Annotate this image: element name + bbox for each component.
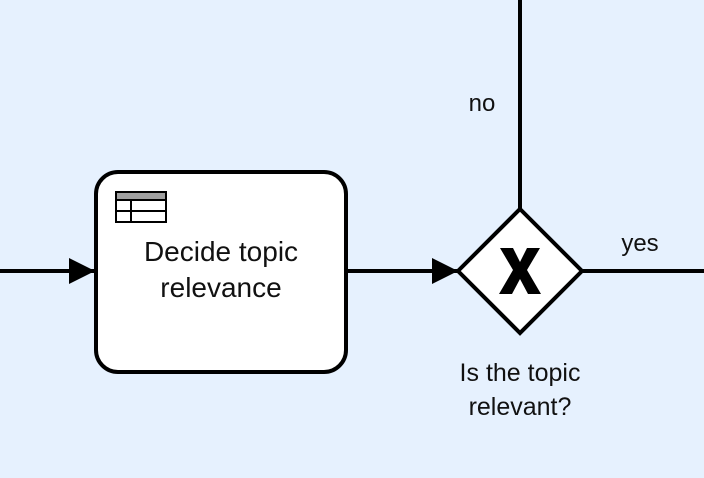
no-flow-label: no xyxy=(468,90,496,117)
gateway-label-line1: Is the topic xyxy=(459,359,581,387)
table-icon xyxy=(115,191,167,223)
task-label: Decide topic relevance xyxy=(96,234,346,306)
task-label-line2: relevance xyxy=(160,272,282,303)
x-marker-icon xyxy=(499,248,541,294)
gateway-label: Is the topic relevant? xyxy=(430,356,610,424)
yes-flow-label: yes xyxy=(621,230,659,257)
task-label-line1: Decide topic xyxy=(143,236,299,267)
decide-topic-relevance-task[interactable] xyxy=(94,170,348,374)
gateway-label-line2: relevant? xyxy=(468,393,572,421)
exclusive-gateway[interactable] xyxy=(455,206,585,336)
